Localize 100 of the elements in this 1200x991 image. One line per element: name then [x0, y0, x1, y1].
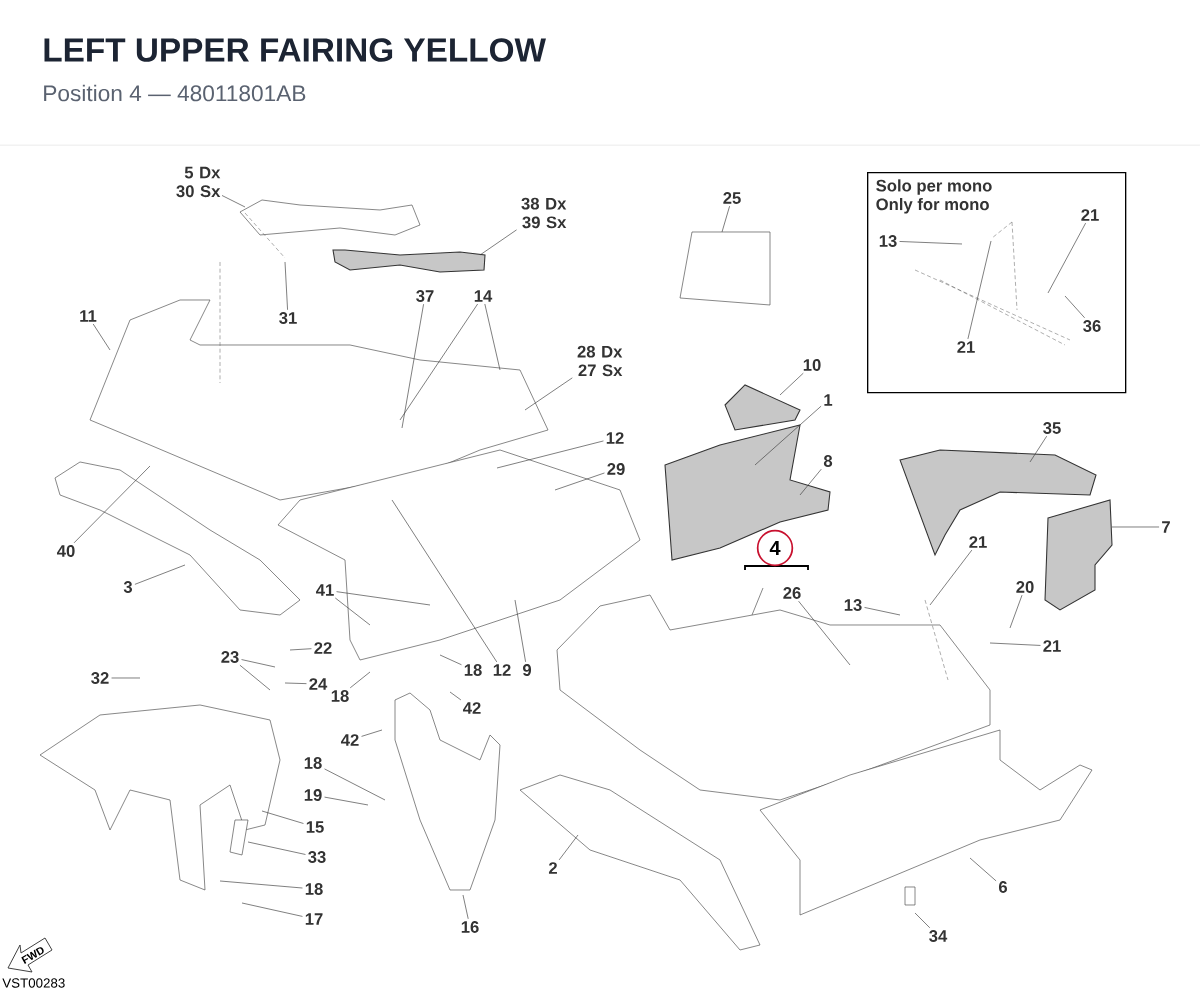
callout-number: 24 [309, 678, 328, 690]
callout-number: 21 [957, 341, 975, 353]
callout-number: 14 [474, 290, 493, 302]
leader-line [111, 677, 141, 679]
callout-number: 41 [316, 584, 334, 596]
callout-number: 20 [1016, 581, 1034, 593]
leader-line [219, 880, 303, 889]
leader-line [324, 796, 369, 806]
callout-number: 3 [123, 581, 133, 593]
callout-number: 25 [723, 192, 741, 204]
callout-number: 42 [463, 702, 481, 714]
leader-line [221, 195, 246, 208]
leader-line [914, 912, 931, 929]
leader-line [284, 682, 307, 684]
callout-number: 19 [304, 789, 322, 801]
leader-line [401, 303, 424, 429]
leader-line [989, 642, 1041, 646]
leader-line [524, 377, 573, 411]
callout-number: 15 [306, 821, 324, 833]
leader-line [73, 465, 151, 544]
leader-line [324, 768, 386, 801]
drawing-number: VST00283 [2, 978, 65, 988]
leader-line [289, 648, 312, 651]
leader-line [1047, 222, 1086, 294]
callout-number: 5 Dx 30 Sx [176, 166, 221, 198]
callout-number: 1 [824, 394, 833, 406]
leader-line [439, 654, 462, 666]
leader-line [967, 240, 992, 340]
leader-line [929, 549, 973, 606]
callout-number: 13 [844, 599, 862, 611]
leader-line [449, 691, 462, 701]
callout-number: 12 [493, 664, 511, 676]
callout-number: 22 [314, 642, 332, 654]
leader-line [1064, 295, 1085, 319]
leader-line [798, 600, 851, 666]
leader-line [241, 659, 276, 668]
callout-number: 21 [969, 536, 987, 548]
leader-line [134, 564, 186, 585]
callout-number: 40 [57, 545, 75, 557]
callout-number: 36 [1083, 320, 1101, 332]
leader-line [284, 261, 288, 311]
callout-number: 21 [1043, 640, 1061, 652]
callout-number: 18 [464, 664, 482, 676]
leader-line [479, 229, 517, 256]
callout-number: 38 Dx 39 Sx [521, 197, 567, 229]
leader-line [391, 499, 498, 663]
leader-line [1029, 435, 1048, 463]
leader-line [1111, 526, 1160, 528]
callout-number: 29 [607, 463, 625, 475]
leader-line [241, 902, 303, 917]
leader-line [754, 405, 822, 466]
leader-line [239, 664, 271, 691]
callout-number: 13 [879, 235, 897, 247]
leader-line [864, 607, 901, 616]
callout-number: 35 [1043, 422, 1061, 434]
leader-line [779, 372, 804, 396]
leader-line [361, 729, 383, 737]
leader-line [514, 599, 526, 663]
leader-line [334, 597, 371, 626]
leader-line [462, 894, 469, 920]
callout-number: 37 [416, 290, 434, 302]
callout-number: 10 [803, 359, 821, 371]
leader-line [336, 591, 431, 606]
leader-line [721, 205, 730, 233]
callout-number: 9 [522, 664, 532, 676]
subtitle: Position 4 — 48011801AB [44, 84, 306, 102]
leader-line [261, 810, 304, 824]
callout-number: 23 [221, 651, 239, 663]
callout-number: 2 [548, 862, 557, 874]
leader-line [247, 841, 306, 855]
callout-number: 33 [308, 851, 326, 863]
leader-line [899, 241, 963, 245]
callout-number: 7 [1162, 521, 1170, 533]
callout-number: 8 [823, 455, 833, 467]
callout-number: 12 [606, 432, 624, 444]
leader-line [1009, 594, 1023, 629]
title: LEFT UPPER FAIRING YELLOW [44, 38, 546, 62]
callout-number: 18 [331, 690, 349, 702]
callout-number: 16 [461, 921, 479, 933]
callout-number: 42 [341, 734, 359, 746]
callout-number: 11 [80, 310, 97, 322]
callout-number: 18 [305, 883, 323, 895]
callout-number: 17 [305, 913, 323, 925]
leader-line [558, 834, 579, 861]
callout-number: 26 [783, 587, 801, 599]
leader-line [496, 440, 604, 469]
callout-number: 32 [91, 672, 109, 684]
leader-line [969, 857, 997, 882]
leader-line [484, 303, 501, 371]
callout-number: 21 [1081, 209, 1099, 221]
leader-line [349, 671, 371, 689]
leader-line [799, 468, 822, 496]
callout-number: 31 [279, 312, 297, 324]
leader-line [554, 472, 605, 491]
callout-number: 18 [304, 757, 322, 769]
callout-number: 28 Dx 27 Sx [577, 345, 623, 377]
leader-line [399, 303, 478, 421]
callout-number: 6 [999, 881, 1008, 893]
leader-line [92, 323, 111, 351]
callout-number: 34 [929, 930, 948, 942]
